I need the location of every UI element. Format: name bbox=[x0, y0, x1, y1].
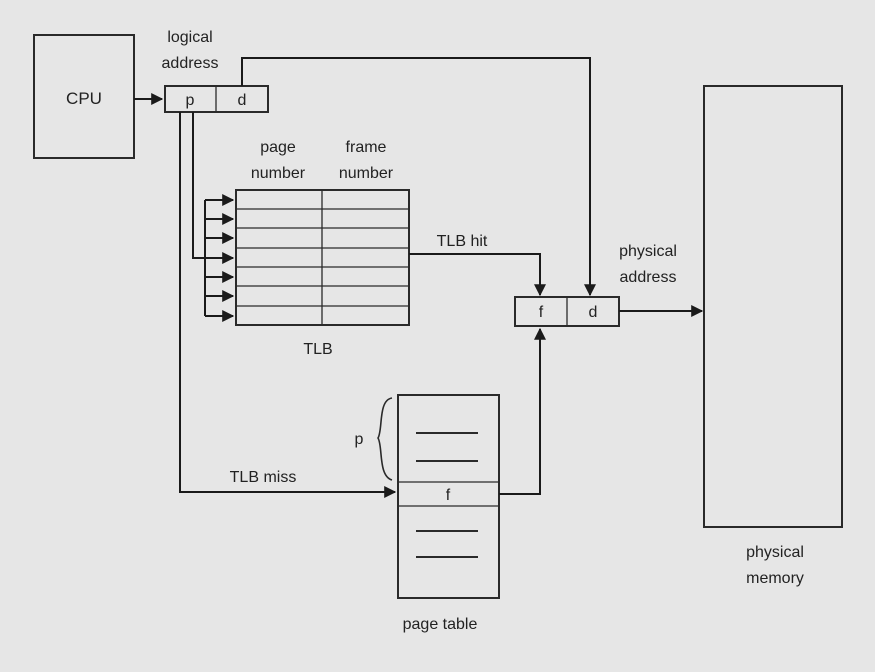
tlb-col-frame-1: frame bbox=[346, 139, 387, 156]
tlb-hit-label: TLB hit bbox=[437, 233, 488, 250]
tlb-miss-arrow bbox=[179, 112, 397, 498]
logical-address-register: p d bbox=[164, 85, 269, 113]
physical-f-field: f bbox=[539, 304, 544, 321]
tlb-col-page-1: page bbox=[260, 139, 296, 156]
physical-address-label-2: address bbox=[620, 269, 677, 286]
cpu-label: CPU bbox=[66, 89, 102, 108]
logical-address-label-2: address bbox=[162, 55, 219, 72]
page-table-to-physical-arrow bbox=[499, 327, 546, 495]
tlb-col-frame-2: number bbox=[339, 165, 394, 182]
logical-address-label-1: logical bbox=[167, 29, 212, 46]
physical-memory-label-2: memory bbox=[746, 570, 804, 587]
tlb-label: TLB bbox=[303, 341, 332, 358]
logical-d-field: d bbox=[238, 92, 247, 109]
tlb-hit-arrow bbox=[409, 253, 546, 297]
physical-address-register: f d bbox=[514, 296, 620, 327]
tlb-col-page-2: number bbox=[251, 165, 306, 182]
page-table-p-label: p bbox=[355, 431, 364, 448]
tlb-table bbox=[235, 189, 410, 326]
page-table: f bbox=[397, 394, 500, 599]
tlb-miss-label: TLB miss bbox=[230, 469, 297, 486]
physical-d-field: d bbox=[589, 304, 598, 321]
offset-d-arrow bbox=[241, 57, 596, 297]
cpu-box: CPU bbox=[33, 34, 135, 159]
tlb-compare-bus bbox=[192, 112, 235, 322]
page-table-f-entry: f bbox=[446, 487, 451, 504]
logical-p-field: p bbox=[186, 92, 195, 109]
physical-memory-label-1: physical bbox=[746, 544, 804, 561]
physical-memory-box bbox=[703, 85, 843, 528]
page-table-label: page table bbox=[403, 616, 478, 633]
page-table-brace bbox=[377, 397, 393, 481]
physical-address-label-1: physical bbox=[619, 243, 677, 260]
